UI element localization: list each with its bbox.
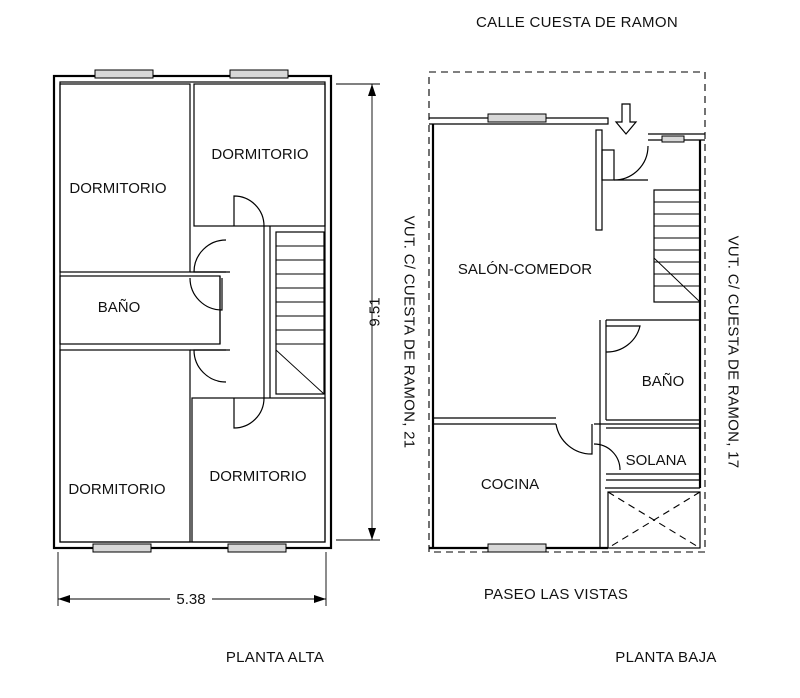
upper-floor-plan: 9.51 5.38 DORMITORIO DORMITORIO BAÑO DOR… [52,69,384,608]
windows-ground [487,113,547,553]
door-swings-ground [555,325,641,471]
plot-boundary [428,71,706,553]
street-label-bottom: PASEO LAS VISTAS [484,586,628,603]
ground-floor-plan: SALÓN-COMEDOR BAÑO COCINA SOLANA [428,71,706,553]
room-label-solana: SOLANA [626,452,687,469]
entrance-light [661,135,685,143]
staircase-ground [653,189,701,303]
room-outline-bedroom-top-left [59,83,191,273]
ground-partitions [433,129,700,548]
ground-outer-walls [429,117,705,550]
room-outline-bedroom-bottom-left [59,349,191,543]
room-outline-bedroom-bottom-right [191,397,326,543]
dimension-width-label: 5.38 [176,591,205,608]
room-label-bedroom-bottom-left: DORMITORIO [68,481,165,498]
room-label-living-dining: SALÓN-COMEDOR [458,261,592,278]
dimension-height-label: 9.51 [367,297,384,326]
room-label-kitchen: COCINA [481,476,539,493]
upper-outer-wall [52,74,333,550]
room-label-bedroom-top-left: DORMITORIO [69,180,166,197]
room-label-bedroom-top-right: DORMITORIO [211,146,308,163]
room-outline-bedroom-top-right [193,83,326,227]
windows-upper [92,69,289,553]
room-label-bedroom-bottom-right: DORMITORIO [209,468,306,485]
solana-pergola [607,491,701,549]
entrance-arrow-icon [614,103,638,135]
dimension-height [336,83,380,541]
caption-ground-floor: PLANTA BAJA [615,649,716,666]
street-label-top: CALLE CUESTA DE RAMON [476,14,678,31]
door-swings-upper [189,195,265,429]
entrance-door [613,145,649,181]
stair-steps-ground [653,201,701,303]
dimension-width-mask [170,590,212,606]
neighbor-label-left: VUT. C/ CUESTA DE RAMON, 21 [401,216,418,449]
room-label-bathroom-upper: BAÑO [98,299,141,316]
caption-upper-floor: PLANTA ALTA [226,649,324,666]
room-label-bathroom-ground: BAÑO [642,373,685,390]
staircase-upper [275,231,325,395]
stair-steps-upper [275,245,325,395]
neighbor-label-right: VUT. C/ CUESTA DE RAMON, 17 [725,236,742,469]
